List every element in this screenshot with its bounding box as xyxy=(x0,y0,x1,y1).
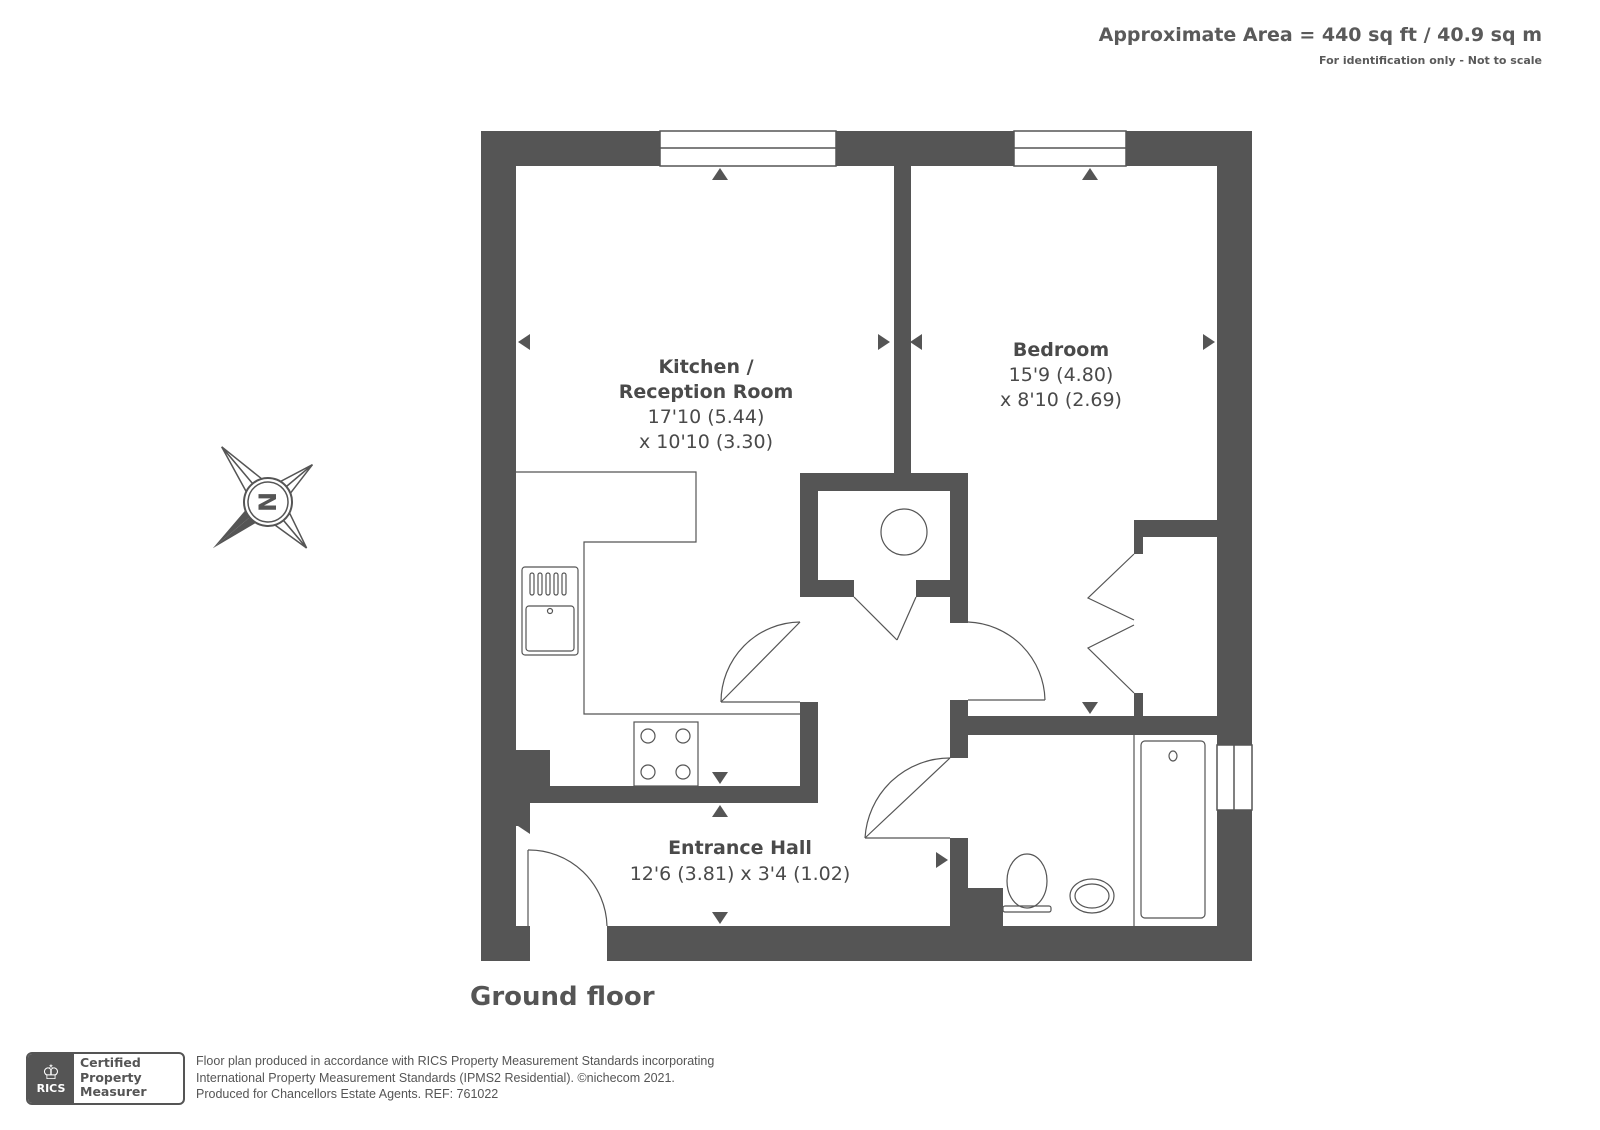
kitchen-dim-line1: 17'10 (5.44) xyxy=(648,406,765,428)
bedroom-name: Bedroom xyxy=(1013,339,1109,361)
compass-north-letter: N xyxy=(254,492,282,512)
floor-label: Ground floor xyxy=(470,982,655,1012)
approximate-area-heading: Approximate Area = 440 sq ft / 40.9 sq m xyxy=(1098,24,1542,46)
compass-rose-icon: N xyxy=(212,446,314,549)
footer-line1: Floor plan produced in accordance with R… xyxy=(196,1054,715,1068)
footer-line3: Produced for Chancellors Estate Agents. … xyxy=(196,1087,499,1101)
rics-lion-icon: ♔ xyxy=(42,1060,60,1084)
badge-text: Certified Property Measurer xyxy=(74,1054,153,1103)
badge-line1: Certified xyxy=(80,1055,141,1070)
kitchen-units xyxy=(516,471,800,787)
bedroom-dim-line1: 15'9 (4.80) xyxy=(1009,364,1114,386)
rics-logo-text: RICS xyxy=(36,1082,66,1095)
footer-notes: Floor plan produced in accordance with R… xyxy=(196,1053,714,1103)
windows xyxy=(659,130,1253,811)
dimension-arrows xyxy=(518,168,1215,924)
rics-certified-badge: ♔ RICS Certified Property Measurer xyxy=(26,1052,185,1105)
sink-drainer-ribs xyxy=(529,572,567,596)
hall-name: Entrance Hall xyxy=(668,837,812,859)
door-swings xyxy=(527,553,1135,927)
outer-walls xyxy=(481,131,1252,961)
identification-note: For identification only - Not to scale xyxy=(1319,54,1542,67)
hob-rings xyxy=(640,728,691,780)
kitchen-name-line2: Reception Room xyxy=(619,381,794,403)
badge-line2: Property xyxy=(80,1069,142,1085)
badge-line3: Measurer xyxy=(80,1084,147,1099)
bathroom-fittings xyxy=(1002,735,1206,926)
hall-label: Entrance Hall 12'6 (3.81) x 3'4 (1.02) xyxy=(630,837,851,885)
kitchen-name-line1: Kitchen / xyxy=(658,356,753,378)
bedroom-dim-line2: x 8'10 (2.69) xyxy=(1000,389,1122,411)
water-cylinder xyxy=(880,508,928,556)
footer-line2: International Property Measurement Stand… xyxy=(196,1070,675,1085)
bedroom-label: Bedroom 15'9 (4.80) x 8'10 (2.69) xyxy=(1000,339,1122,411)
kitchen-label: Kitchen / Reception Room 17'10 (5.44) x … xyxy=(619,356,794,453)
internal-walls xyxy=(516,166,1217,961)
rics-logo: ♔ RICS xyxy=(28,1054,74,1103)
hall-dims: 12'6 (3.81) x 3'4 (1.02) xyxy=(630,863,851,885)
kitchen-dim-line2: x 10'10 (3.30) xyxy=(639,431,773,453)
